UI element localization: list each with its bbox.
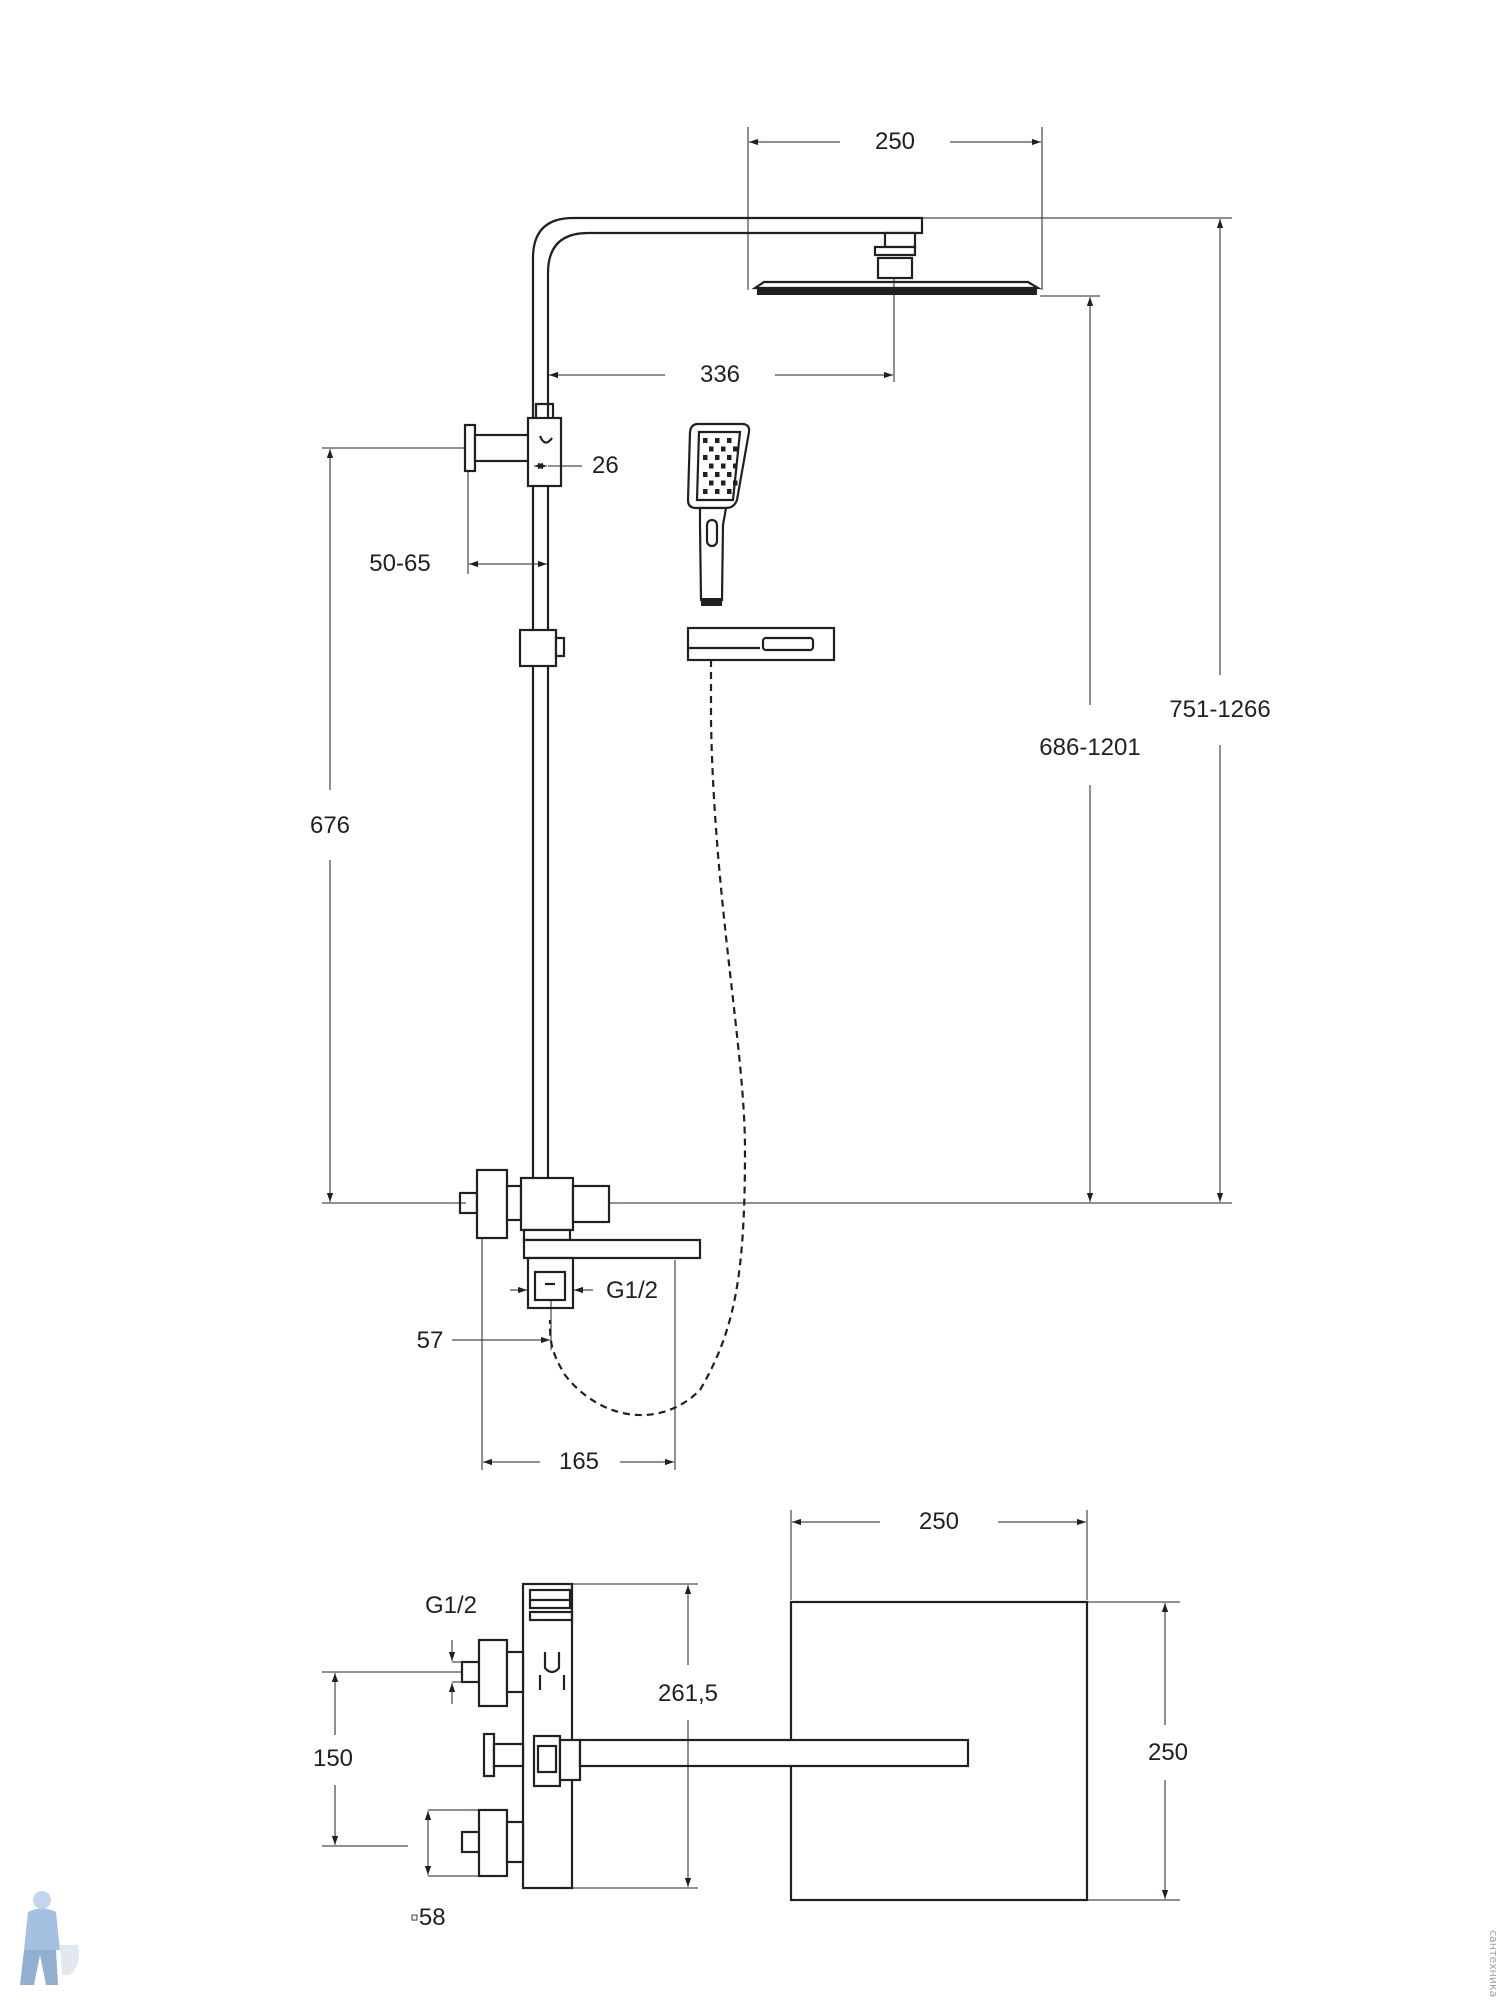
watermark-text: сантехника [1487, 1930, 1500, 1997]
nozzle [733, 463, 738, 469]
dim-wall-distance-label: 50-65 [369, 550, 430, 577]
nozzle [721, 446, 726, 452]
nozzle [721, 463, 726, 469]
front-view: 250 336 26 50-65 676 686-1201 751-1266 G… [310, 127, 1271, 1475]
overhead-shower-head [751, 231, 1042, 295]
thermostatic-mixer [458, 1168, 702, 1310]
dim-inlet-depth-label: 57 [417, 1327, 444, 1354]
nozzle [715, 455, 720, 460]
wall-bracket-upper [463, 402, 563, 488]
dim-thread-label: G1/2 [606, 1277, 658, 1304]
nozzle [709, 480, 714, 486]
dim-head-height-label: 686-1201 [1039, 734, 1140, 761]
dim-head-width-label: 250 [875, 128, 915, 155]
nozzle [703, 438, 708, 443]
nozzle [733, 446, 738, 452]
nozzle [727, 472, 732, 477]
nozzle [733, 480, 738, 486]
shower-column [531, 216, 924, 1180]
nozzle [703, 455, 708, 460]
nozzle [715, 438, 720, 443]
dim-total-height-label: 751-1266 [1169, 696, 1270, 723]
shower-shelf [686, 626, 836, 662]
plan-dim-mixer-depth-label: 261,5 [658, 1680, 718, 1707]
plumber-logo [20, 1891, 79, 1985]
nozzle [709, 463, 714, 469]
plan-dim-inlet-spacing-label: 150 [313, 1745, 353, 1772]
nozzle [709, 446, 714, 452]
nozzle [727, 489, 732, 494]
dim-bracket-offset-label: 26 [592, 452, 619, 479]
plan-dim-head-width-label: 250 [919, 1508, 959, 1535]
plan-dim-head-depth-label: 250 [1148, 1739, 1188, 1766]
nozzle [715, 472, 720, 477]
dim-arm-reach-label: 336 [700, 361, 740, 388]
nozzle [727, 455, 732, 460]
plan-inlet-lower [460, 1808, 525, 1878]
dimension-lines-front [322, 127, 1232, 1470]
hand-shower [686, 422, 751, 606]
nozzle [727, 438, 732, 443]
nozzle [721, 480, 726, 486]
dim-bar-height-label: 676 [310, 812, 350, 839]
plan-dim-thread-label: G1/2 [425, 1592, 477, 1619]
plan-inlet-upper [460, 1638, 525, 1708]
hand-shower-nozzle-grid [703, 438, 738, 494]
plan-view: 250 250 G1/2 261,5 150 ▫58 [313, 1508, 1188, 1931]
hand-shower-slider [518, 628, 566, 668]
plan-dim-flange-label: ▫58 [410, 1904, 445, 1931]
nozzle [703, 472, 708, 477]
nozzle [715, 489, 720, 494]
shower-hose [548, 660, 747, 1417]
dimension-lines-plan [322, 1510, 1180, 1901]
dim-spout-reach-label: 165 [559, 1448, 599, 1475]
nozzle [703, 489, 708, 494]
plan-handle-middle [482, 1732, 970, 1788]
